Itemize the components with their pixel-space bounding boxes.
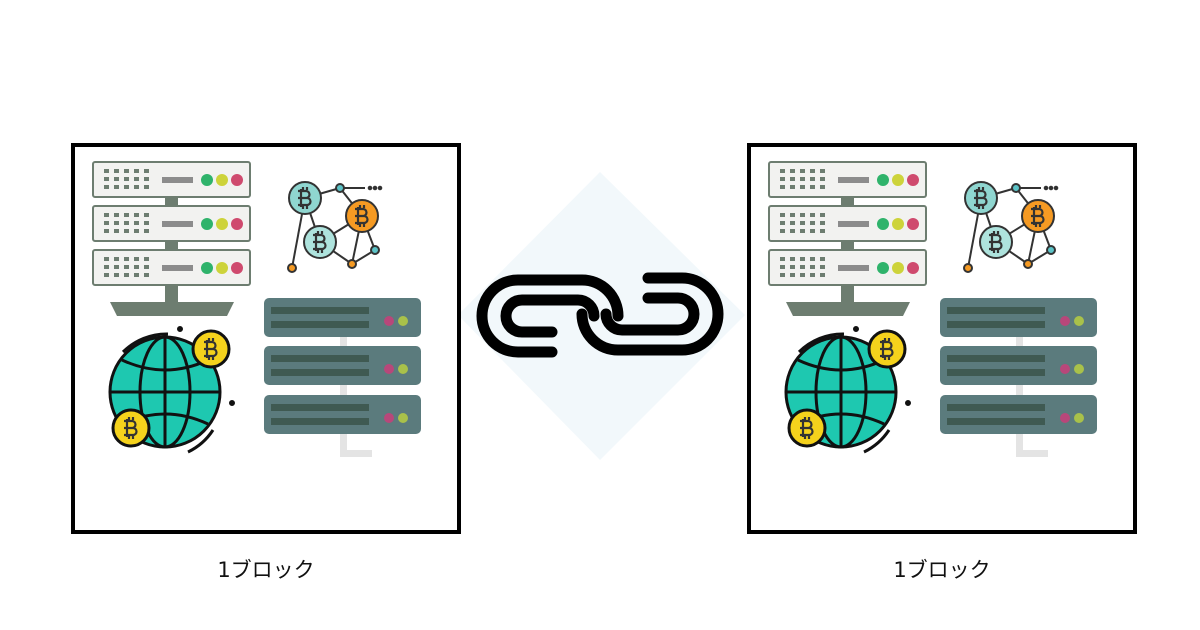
block-right	[749, 145, 1135, 532]
block-label-right: 1ブロック	[893, 558, 991, 582]
chain-link-icon	[476, 272, 724, 358]
block-label-left: 1ブロック	[217, 558, 315, 582]
block-left	[73, 145, 459, 532]
